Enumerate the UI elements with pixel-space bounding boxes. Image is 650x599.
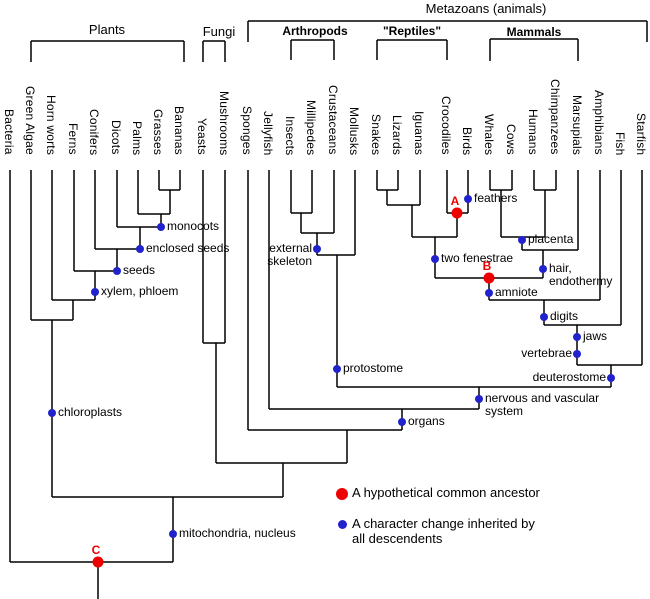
- character-label-nervous-and-vascular: nervous and vascular system: [485, 391, 600, 418]
- character-dot: [113, 267, 121, 275]
- group-label-plants: Plants: [88, 22, 126, 37]
- taxon-label: Jellyfish: [261, 110, 275, 155]
- taxon-label: Crocodiles: [439, 96, 453, 155]
- taxon-label: Yeasts: [195, 118, 209, 155]
- taxon-label: Conifers: [87, 108, 101, 155]
- character-dot: [518, 236, 526, 244]
- taxon-label: Palms: [130, 120, 144, 155]
- character-label-vertebrae: vertebrae: [521, 346, 572, 360]
- taxon-label: Iguanas: [412, 110, 426, 155]
- character-label-protostome: protostome: [343, 361, 404, 375]
- ancestor-letter-c: C: [91, 543, 101, 557]
- character-label-placenta: placenta: [528, 232, 574, 246]
- taxon-label: Cows: [504, 124, 518, 155]
- character-label-organs: organs: [408, 414, 445, 428]
- group-label--reptiles-: "Reptiles": [382, 24, 442, 38]
- character-dot: [157, 223, 165, 231]
- taxon-label: Fish: [613, 131, 627, 155]
- character-dot: [398, 418, 406, 426]
- taxon-label: Amphibians: [592, 90, 606, 155]
- character-label-seeds: seeds: [123, 263, 156, 277]
- taxon-label: Insects: [283, 115, 297, 155]
- taxon-label: Whales: [482, 113, 496, 155]
- character-label-two-fenestrae: two fenestrae: [441, 251, 514, 265]
- character-dot: [485, 289, 493, 297]
- ancestor-letter-a: A: [450, 194, 460, 208]
- taxon-label: Marsupials: [570, 94, 584, 155]
- character-label-digits: digits: [550, 309, 579, 323]
- taxon-label: Humans: [526, 109, 540, 155]
- ancestor-letter-b: B: [482, 259, 492, 273]
- character-dot: [573, 350, 581, 358]
- character-dot: [539, 265, 547, 273]
- character-label-mitochondria-nucleus: mitochondria, nucleus: [179, 526, 296, 540]
- character-label-hair-: hair, endothermy: [549, 261, 613, 288]
- taxon-label: Grasses: [151, 108, 165, 155]
- taxon-label: Dicots: [109, 120, 123, 155]
- character-dot: [431, 255, 439, 263]
- taxon-label: Birds: [460, 126, 474, 155]
- taxon-label: Bananas: [172, 106, 186, 155]
- group-label-fungi: Fungi: [202, 24, 236, 39]
- taxon-label: Mushrooms: [217, 90, 231, 155]
- taxon-label: Bacteria: [2, 109, 16, 155]
- taxon-label: Mollusks: [347, 106, 361, 155]
- ancestor-dot-a: [451, 207, 463, 219]
- character-label-chloroplasts: chloroplasts: [58, 405, 123, 419]
- character-label-external: external skeleton: [267, 241, 312, 268]
- taxon-label: Green Algae: [23, 86, 37, 155]
- group-label-metazoans-animals-: Metazoans (animals): [425, 1, 547, 16]
- ancestor-dot-b: [483, 272, 495, 284]
- character-dot: [607, 374, 615, 382]
- character-label-feathers: feathers: [474, 191, 518, 205]
- character-label-enclosed-seeds: enclosed seeds: [146, 241, 230, 255]
- taxon-label: Ferns: [66, 123, 80, 155]
- character-dot: [91, 288, 99, 296]
- character-label-xylem-phloem: xylem, phloem: [101, 284, 179, 298]
- character-dot: [333, 365, 341, 373]
- taxon-label: Lizards: [390, 114, 404, 155]
- taxon-label: Horn worts: [44, 94, 58, 155]
- character-label-jaws: jaws: [583, 329, 608, 343]
- taxon-label: Crustaceans: [326, 85, 340, 155]
- taxon-label: Starfish: [634, 112, 648, 155]
- group-label-arthropods: Arthropods: [282, 24, 348, 38]
- taxon-label: Chimpanzees: [548, 79, 562, 155]
- character-dot: [475, 395, 483, 403]
- character-dot: [464, 195, 472, 203]
- character-label-deuterostome: deuterostome: [532, 370, 606, 384]
- taxon-label: Millipedes: [304, 99, 318, 155]
- character-dot: [540, 313, 548, 321]
- taxon-label: Sponges: [240, 106, 254, 155]
- character-dot: [48, 409, 56, 417]
- character-label-monocots: monocots: [167, 219, 220, 233]
- character-label-amniote: amniote: [495, 285, 538, 299]
- ancestor-dot-c: [92, 556, 104, 568]
- character-dot: [313, 245, 321, 253]
- character-dot: [573, 333, 581, 341]
- character-dot: [136, 245, 144, 253]
- character-dot: [169, 530, 177, 538]
- group-label-mammals: Mammals: [506, 25, 562, 39]
- taxon-label: Snakes: [369, 113, 383, 155]
